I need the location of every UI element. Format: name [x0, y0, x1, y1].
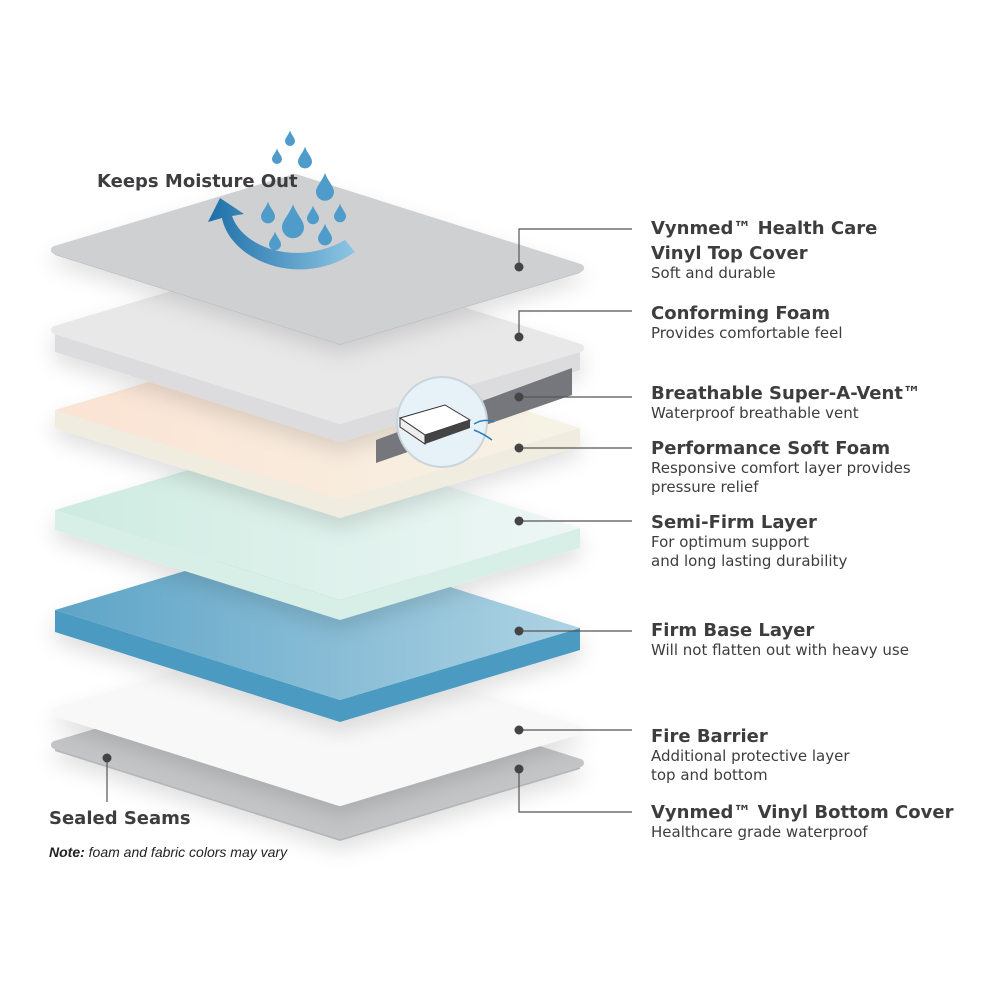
label-soft-foam-title: Performance Soft Foam	[651, 438, 890, 459]
label-semi-firm-desc: For optimum support	[651, 533, 809, 551]
label-vent-desc: Waterproof breathable vent	[651, 404, 859, 422]
label-semi-firm-title: Semi-Firm Layer	[651, 512, 817, 533]
water-drop-icon	[316, 172, 334, 201]
label-bottom-cover-desc: Healthcare grade waterproof	[651, 823, 868, 841]
water-drops-icon	[261, 130, 346, 251]
water-drop-icon	[282, 204, 304, 239]
layer-slab-4	[55, 438, 580, 620]
label-conforming-desc: Provides comfortable feel	[651, 324, 843, 342]
water-drop-icon	[261, 201, 275, 224]
leader-lines	[102, 228, 632, 813]
note-body: foam and fabric colors may vary	[85, 844, 288, 860]
label-fire-barrier-desc: Additional protective layer	[651, 747, 850, 765]
label-top-cover-desc: Soft and durable	[651, 264, 776, 282]
note-text: Note: foam and fabric colors may vary	[49, 844, 288, 860]
water-drop-icon	[285, 130, 295, 146]
water-drop-icon	[334, 203, 346, 223]
label-top-cover-title: Vynmed™ Health Care	[651, 218, 877, 239]
label-fire-barrier-title: Fire Barrier	[651, 726, 768, 747]
label-fire-barrier-desc2: top and bottom	[651, 766, 768, 784]
water-drop-icon	[298, 146, 312, 169]
label-conforming-title: Conforming Foam	[651, 303, 830, 324]
moisture-arrow-icon	[208, 198, 355, 270]
water-drop-icon	[269, 231, 281, 251]
label-semi-firm-desc2: and long lasting durability	[651, 552, 847, 570]
layer-slab-5	[55, 538, 580, 722]
label-soft-foam-desc: Responsive comfort layer provides	[651, 459, 911, 477]
water-drop-icon	[318, 223, 332, 246]
label-firm-base-title: Firm Base Layer	[651, 620, 814, 641]
label-top-cover-title2: Vinyl Top Cover	[651, 243, 808, 264]
label-firm-base-desc: Will not flatten out with heavy use	[651, 641, 909, 659]
label-vent-title: Breathable Super-A-Vent™	[651, 383, 921, 404]
vent-magnifier	[396, 376, 495, 468]
label-bottom-cover-title: Vynmed™ Vinyl Bottom Cover	[651, 802, 954, 823]
label-soft-foam-desc2: pressure relief	[651, 478, 759, 496]
water-drop-icon	[307, 205, 319, 225]
sealed-seams-label: Sealed Seams	[49, 808, 191, 829]
water-drop-icon	[272, 148, 282, 164]
moisture-label: Keeps Moisture Out	[97, 171, 298, 192]
note-label: Note:	[49, 844, 85, 860]
layer-labels: Vynmed™ Health Care Vinyl Top Cover Soft…	[49, 218, 954, 860]
